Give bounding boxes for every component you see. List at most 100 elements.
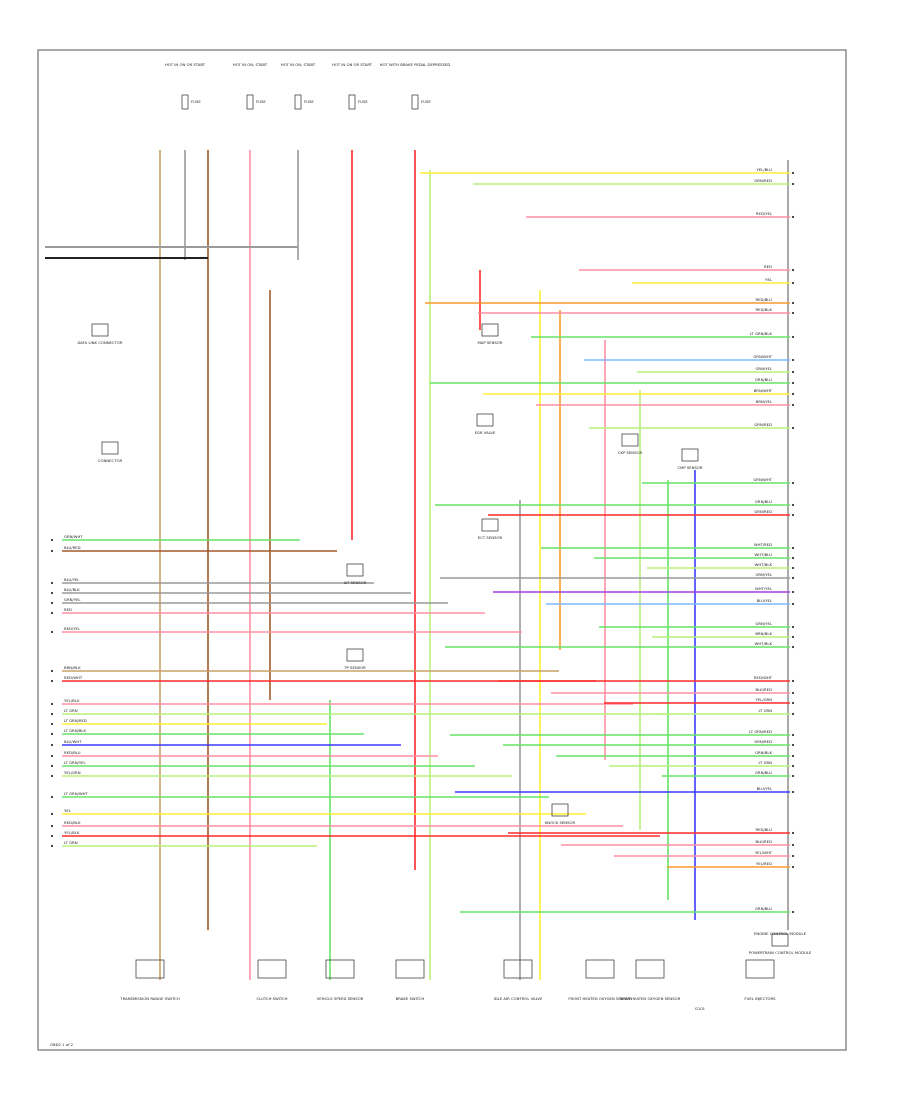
left-wire-terminal [50, 712, 54, 716]
right-wire-label: GRN/YEL [755, 366, 772, 371]
right-wire-terminal [791, 854, 795, 858]
diagram-note: G101 [695, 1006, 706, 1011]
fuse-symbol [348, 94, 356, 110]
left-wire-terminal [50, 732, 54, 736]
fuse-label: FUSE [191, 99, 201, 104]
right-wire-label: YEL [765, 277, 773, 282]
fuse-header-label: HOT IN ON, START [233, 62, 268, 67]
right-wire-label: YEL/GRN [755, 697, 772, 702]
left-wire-terminal [50, 630, 54, 634]
left-wire-label: RED/BLK [64, 820, 81, 825]
right-wire-terminal [791, 281, 795, 285]
right-wire-terminal [791, 754, 795, 758]
right-wire-terminal [791, 556, 795, 560]
right-wire-terminal [791, 503, 795, 507]
left-wire-terminal [50, 722, 54, 726]
right-wire-terminal [791, 182, 795, 186]
right-wire-terminal [791, 392, 795, 396]
page-ref-label: OBD2 1 of 2 [50, 1042, 74, 1047]
left-wire-label: LT GRN/YEL [64, 760, 87, 765]
right-wire-terminal [791, 381, 795, 385]
bottom-component-label: REAR HEATED OXYGEN SENSOR [620, 996, 681, 1001]
component-symbol [91, 323, 109, 337]
left-wire-label: LT GRN [64, 708, 78, 713]
right-wire-label: WHT/BLK [755, 641, 773, 646]
left-wire-label: RED/BLU [64, 750, 81, 755]
left-wire-terminal [50, 702, 54, 706]
left-wire-label: RED/YEL [64, 626, 81, 631]
left-wire-terminal [50, 774, 54, 778]
right-wire-terminal [791, 358, 795, 362]
bottom-component-symbol [325, 959, 355, 979]
right-wire-terminal [791, 426, 795, 430]
bottom-component-symbol [395, 959, 425, 979]
left-wire-terminal [50, 679, 54, 683]
component-label: CKP SENSOR [618, 450, 643, 455]
bottom-component-symbol [257, 959, 287, 979]
bottom-component-symbol [135, 959, 165, 979]
fuse-header-label: HOT IN ON OR START [165, 62, 206, 67]
right-wire-terminal [791, 712, 795, 716]
right-wire-label: GRN/RED [754, 509, 772, 514]
right-wire-label: WHT/BLK [755, 562, 773, 567]
bottom-component-symbol [503, 959, 533, 979]
left-wire-label: LT GRN [64, 840, 78, 845]
fuse-label: FUSE [304, 99, 314, 104]
right-wire-label: RED/BLU [755, 827, 772, 832]
right-wire-label: GRN/RED [754, 422, 772, 427]
right-wire-terminal [791, 679, 795, 683]
fuse-header-label: HOT IN ON, START [281, 62, 316, 67]
right-wire-terminal [791, 764, 795, 768]
fuse-label: FUSE [256, 99, 266, 104]
left-wire-label: LT GRN/RED [64, 718, 87, 723]
right-wire-label: GRN/RED [754, 178, 772, 183]
component-label: DATA LINK CONNECTOR [77, 340, 122, 345]
left-wire-label: RED [64, 607, 72, 612]
component-label: KNOCK SENSOR [545, 820, 576, 825]
right-wire-label: GRN/WHT [753, 354, 772, 359]
right-wire-label: GRN/BLU [755, 377, 772, 382]
right-wire-label: LT GRN [758, 708, 772, 713]
right-wire-terminal [791, 602, 795, 606]
right-wire-label: WHT/YEL [755, 586, 773, 591]
component-symbol [101, 441, 119, 455]
right-wire-terminal [791, 403, 795, 407]
right-wire-label: BRN/YEL [756, 399, 773, 404]
right-wire-label: LT GRN/BLK [750, 331, 773, 336]
left-wire-label: RED/WHT [64, 675, 83, 680]
right-wire-terminal [791, 831, 795, 835]
fuse-symbol [294, 94, 302, 110]
left-wire-terminal [50, 812, 54, 816]
left-wire-label: BLU/WHT [64, 739, 82, 744]
right-wire-terminal [791, 590, 795, 594]
left-wire-label: YEL/BLK [64, 830, 80, 835]
right-wire-label: BLK/RED [756, 687, 773, 692]
left-wire-terminal [50, 549, 54, 553]
right-wire-terminal [791, 625, 795, 629]
component-label: EGR VALVE [475, 430, 496, 435]
component-label: CMP SENSOR [677, 465, 702, 470]
bottom-component-symbol [745, 959, 775, 979]
left-wire-label: GRN/WHT [64, 534, 83, 539]
bottom-component-label: IDLE AIR CONTROL VALVE [494, 996, 543, 1001]
component-symbol [621, 433, 639, 447]
right-wire-terminal [791, 645, 795, 649]
right-wire-label: GRN/BLU [755, 906, 772, 911]
right-wire-label: WHT/RED [754, 542, 772, 547]
fuse-header-label: HOT IN ON OR START [332, 62, 373, 67]
fuse-label: FUSE [421, 99, 431, 104]
left-wire-terminal [50, 669, 54, 673]
component-symbol [681, 448, 699, 462]
left-wire-terminal [50, 795, 54, 799]
component-label: IAT SENSOR [344, 580, 367, 585]
component-label: MAP SENSOR [477, 340, 502, 345]
component-label: POWERTRAIN CONTROL MODULE [749, 950, 812, 955]
right-wire-label: YEL/RED [756, 861, 772, 866]
right-wire-group: YEL/BLUGRN/REDRED/YELREDYELRED/BLURED/BL… [420, 167, 795, 914]
right-wire-label: RED/WHT [754, 675, 773, 680]
right-wire-terminal [791, 843, 795, 847]
right-wire-label: RED [764, 264, 772, 269]
right-wire-terminal [791, 335, 795, 339]
